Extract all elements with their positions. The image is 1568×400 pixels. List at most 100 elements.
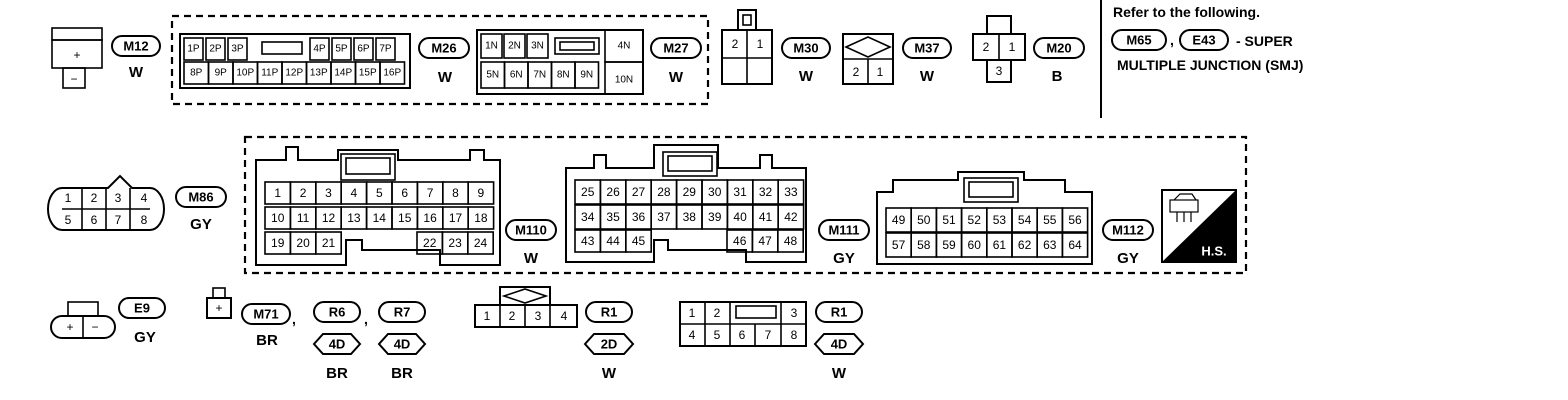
pin: 37 [657, 210, 671, 224]
svg-text:4D: 4D [394, 337, 411, 352]
connector-tag-m71: M71 [241, 303, 291, 325]
pin: 4 [351, 186, 358, 200]
pin: 53 [993, 213, 1007, 227]
pin: 41 [759, 210, 773, 224]
connector-m71: + [206, 287, 232, 319]
pin: 4N [618, 41, 631, 52]
pin: 3P [231, 44, 244, 55]
pin: 28 [657, 185, 671, 199]
pin: 6N [510, 70, 523, 81]
pin: 4P [313, 44, 326, 55]
pin: 33 [784, 185, 798, 199]
pin: 31 [733, 185, 747, 199]
pin: 13P [310, 68, 328, 79]
pin-plus: + [215, 301, 222, 315]
pin: 24 [474, 236, 488, 250]
pin: 10N [615, 75, 633, 86]
wire-color-m12: W [129, 64, 144, 81]
pin-minus: − [91, 320, 98, 334]
pin: 5 [714, 328, 721, 342]
pin: 50 [917, 213, 931, 227]
wire-color-m71: BR [256, 332, 278, 349]
pin: 60 [968, 238, 982, 252]
pin: 3 [115, 191, 122, 205]
wire-color-m30: W [799, 68, 814, 85]
pin: 2 [91, 191, 98, 205]
svg-text:E9: E9 [134, 301, 150, 316]
connector-r1-2d: 1 2 3 4 [474, 286, 578, 328]
pin: 1 [757, 37, 764, 51]
connector-m20: 2 1 3 [972, 15, 1026, 83]
pin: 45 [632, 234, 646, 248]
pin: 17 [449, 211, 463, 225]
connector-tag-r6: R6 [313, 301, 361, 323]
svg-text:R1: R1 [601, 305, 618, 320]
connector-sub-tag-r1-2d: 2D [583, 333, 635, 355]
pin: 4 [561, 309, 568, 323]
pin: 1N [485, 41, 498, 52]
dashed-group-top [170, 14, 710, 106]
svg-text:M65: M65 [1126, 33, 1151, 48]
wire-color-m20: B [1052, 68, 1063, 85]
svg-text:2D: 2D [601, 337, 618, 352]
pin: 1 [274, 186, 281, 200]
pin: 3 [996, 64, 1003, 78]
svg-text:4D: 4D [329, 337, 346, 352]
connector-sub-tag-r1-4d: 4D [813, 333, 865, 355]
note-tag-m65: M65 [1111, 29, 1167, 51]
svg-text:M37: M37 [914, 41, 939, 56]
pin: 1 [1009, 40, 1016, 54]
svg-text:M110: M110 [515, 223, 547, 238]
connector-m12: + − [51, 27, 103, 89]
connector-r1-4d: 1 2 3 4 5 6 7 8 [679, 301, 807, 347]
pin: 9N [580, 70, 593, 81]
wire-color-m26: W [438, 69, 453, 86]
wire-color-r1-4d: W [832, 365, 847, 382]
pin: 39 [708, 210, 722, 224]
pin: 21 [322, 236, 336, 250]
connector-tag-m112: M112 [1102, 219, 1154, 241]
pin: 2 [509, 309, 516, 323]
connector-tag-r1-4d: R1 [815, 301, 863, 323]
pin: 9P [215, 68, 228, 79]
pin: 2 [714, 306, 721, 320]
pin: 15P [359, 68, 377, 79]
pin: 30 [708, 185, 722, 199]
pin: 14P [334, 68, 352, 79]
connector-m30: 2 1 [721, 9, 773, 85]
pin: 6 [91, 213, 98, 227]
pin: 23 [448, 236, 462, 250]
pin: 3 [325, 186, 332, 200]
wire-color-e9: GY [134, 329, 156, 346]
pin: 40 [733, 210, 747, 224]
pin: 12 [322, 211, 336, 225]
pin: 64 [1068, 238, 1082, 252]
pin: 54 [1018, 213, 1032, 227]
pin: 4 [689, 328, 696, 342]
pin: 22 [423, 236, 437, 250]
connector-tag-m26: M26 [418, 37, 470, 59]
wire-color-r6: BR [326, 365, 348, 382]
connector-e9: + − [50, 301, 116, 339]
pin: 47 [758, 234, 772, 248]
separator-comma: , [364, 311, 368, 327]
wire-color-m86: GY [190, 216, 212, 233]
connector-tag-m27: M27 [650, 37, 702, 59]
pin: 6 [739, 328, 746, 342]
pin: 20 [296, 236, 310, 250]
pin: 42 [784, 210, 798, 224]
connector-tag-m110: M110 [505, 219, 557, 241]
svg-text:R6: R6 [329, 305, 346, 320]
svg-text:M71: M71 [253, 307, 278, 322]
connector-tag-r7: R7 [378, 301, 426, 323]
connector-tag-m30: M30 [781, 37, 831, 59]
svg-text:4D: 4D [831, 337, 848, 352]
pin: 1 [689, 306, 696, 320]
pin: 7P [379, 44, 392, 55]
note-comma: , [1170, 32, 1174, 48]
pin: 6 [401, 186, 408, 200]
pin: 38 [683, 210, 697, 224]
pin: 1 [65, 191, 72, 205]
